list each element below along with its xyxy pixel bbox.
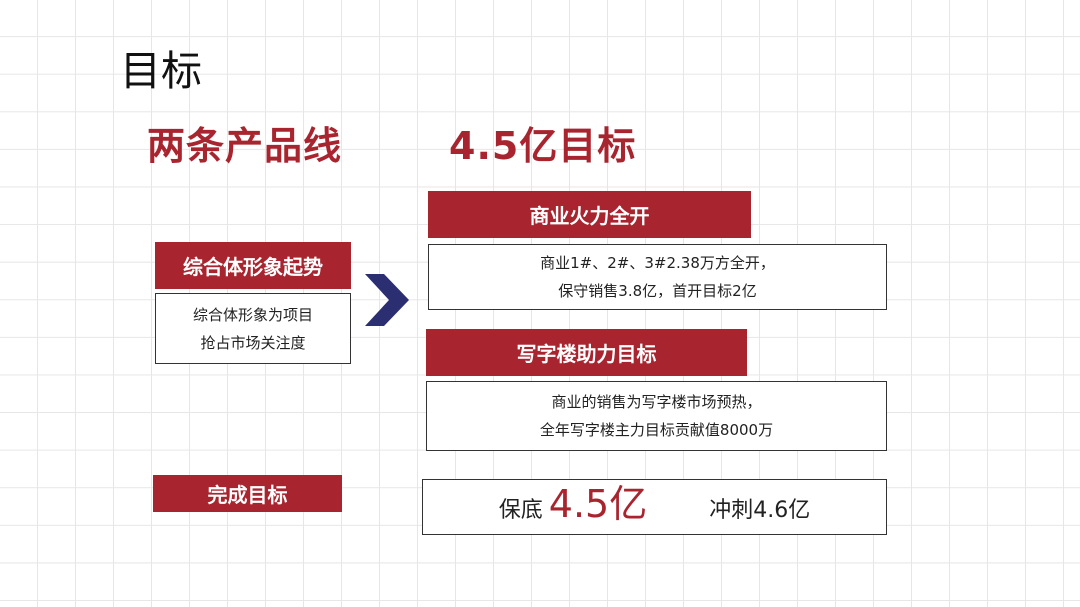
office-header: 写字楼助力目标 [426,329,747,376]
commercial-box: 商业1#、2#、3#2.38万方全开， 保守销售3.8亿，首开目标2亿 [428,244,887,310]
office-box: 商业的销售为写字楼市场预热， 全年写字楼主力目标贡献值8000万 [426,381,887,451]
office-line: 商业的销售为写字楼市场预热， [551,393,762,411]
commercial-header: 商业火力全开 [428,191,751,238]
left-block-header: 综合体形象起势 [155,242,351,289]
page-title: 目标 [120,47,202,95]
left-block-line: 综合体形象为项目 [192,305,313,324]
left-block-box: 综合体形象为项目 抢占市场关注度 [155,293,351,364]
commercial-line: 商业1#、2#、3#2.38万方全开， [540,254,775,272]
completion-box: 保底 4.5亿 冲刺4.6亿 [422,479,887,535]
base-value: 4.5亿 [548,481,648,526]
completion-header: 完成目标 [153,475,342,512]
stretch-target: 冲刺4.6亿 [709,497,811,523]
office-line: 全年写字楼主力目标贡献值8000万 [539,421,774,439]
subtitle-target: 4.5亿目标 [449,124,637,168]
base-label: 保底 [498,497,543,523]
chevron-right-icon [365,274,409,326]
completion-row: 保底 4.5亿 冲刺4.6亿 [498,481,811,526]
commercial-line: 保守销售3.8亿，首开目标2亿 [558,282,757,300]
left-block-line: 抢占市场关注度 [200,333,306,352]
subtitle-product-lines: 两条产品线 [147,124,343,168]
